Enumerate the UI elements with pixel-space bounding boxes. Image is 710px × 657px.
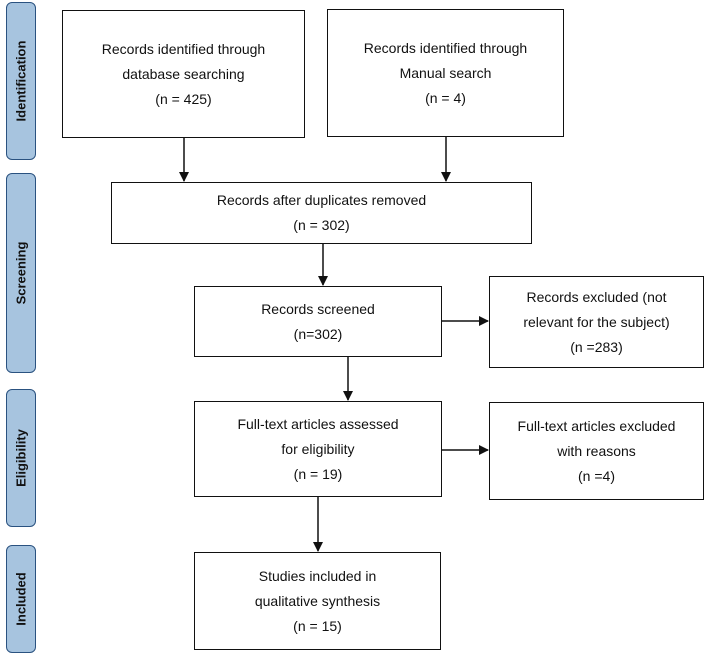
- box-fulltext-line-1: Full-text articles assessed: [237, 415, 399, 432]
- box-manual-line-2: Manual search: [399, 64, 492, 81]
- box-excluded-line-1: Records excluded (not: [526, 288, 667, 305]
- box-records-excluded: Records excluded (not relevant for the s…: [489, 276, 704, 368]
- phase-eligibility-label: Eligibility: [13, 429, 29, 487]
- box-fulltext-excluded: Full-text articles excluded with reasons…: [489, 402, 704, 500]
- box-fulltext-line-3: (n = 19): [293, 465, 343, 482]
- box-database-line-3: (n = 425): [155, 90, 212, 107]
- box-fulltext-line-2: for eligibility: [281, 440, 355, 457]
- box-manual-line-1: Records identified through: [363, 39, 528, 56]
- box-database-records: Records identified through database sear…: [62, 10, 305, 138]
- box-duplicates-removed: Records after duplicates removed (n = 30…: [111, 182, 532, 244]
- box-excluded-line-2: relevant for the subject): [523, 313, 670, 330]
- box-screened-line-2: (n=302): [293, 325, 343, 342]
- box-fulltext-excluded-line-1: Full-text articles excluded: [517, 417, 676, 434]
- box-manual-records: Records identified through Manual search…: [327, 9, 564, 137]
- phase-included: Included: [6, 545, 36, 653]
- box-database-line-1: Records identified through: [101, 40, 266, 57]
- box-fulltext-excluded-line-2: with reasons: [557, 442, 636, 459]
- box-included-line-1: Studies included in: [258, 567, 377, 584]
- phase-identification-label: Identification: [13, 40, 29, 122]
- box-excluded-line-3: (n =283): [570, 338, 623, 355]
- box-duplicates-line-2: (n = 302): [293, 217, 350, 233]
- box-studies-included: Studies included in qualitative synthesi…: [194, 552, 441, 650]
- box-records-screened: Records screened (n=302): [194, 286, 442, 357]
- phase-eligibility: Eligibility: [6, 389, 36, 527]
- box-fulltext-excluded-line-3: (n =4): [578, 467, 615, 484]
- box-duplicates-line-1: Records after duplicates removed: [216, 192, 427, 208]
- box-database-line-2: database searching: [122, 65, 245, 82]
- box-included-line-3: (n = 15): [293, 617, 342, 634]
- box-screened-line-1: Records screened: [261, 300, 375, 317]
- phase-screening: Screening: [6, 173, 36, 373]
- phase-included-label: Included: [13, 572, 29, 626]
- phase-identification: Identification: [6, 2, 36, 160]
- box-manual-line-3: (n = 4): [425, 89, 466, 106]
- phase-screening-label: Screening: [13, 241, 29, 305]
- box-fulltext-assessed: Full-text articles assessed for eligibil…: [194, 401, 442, 497]
- box-included-line-2: qualitative synthesis: [254, 592, 381, 609]
